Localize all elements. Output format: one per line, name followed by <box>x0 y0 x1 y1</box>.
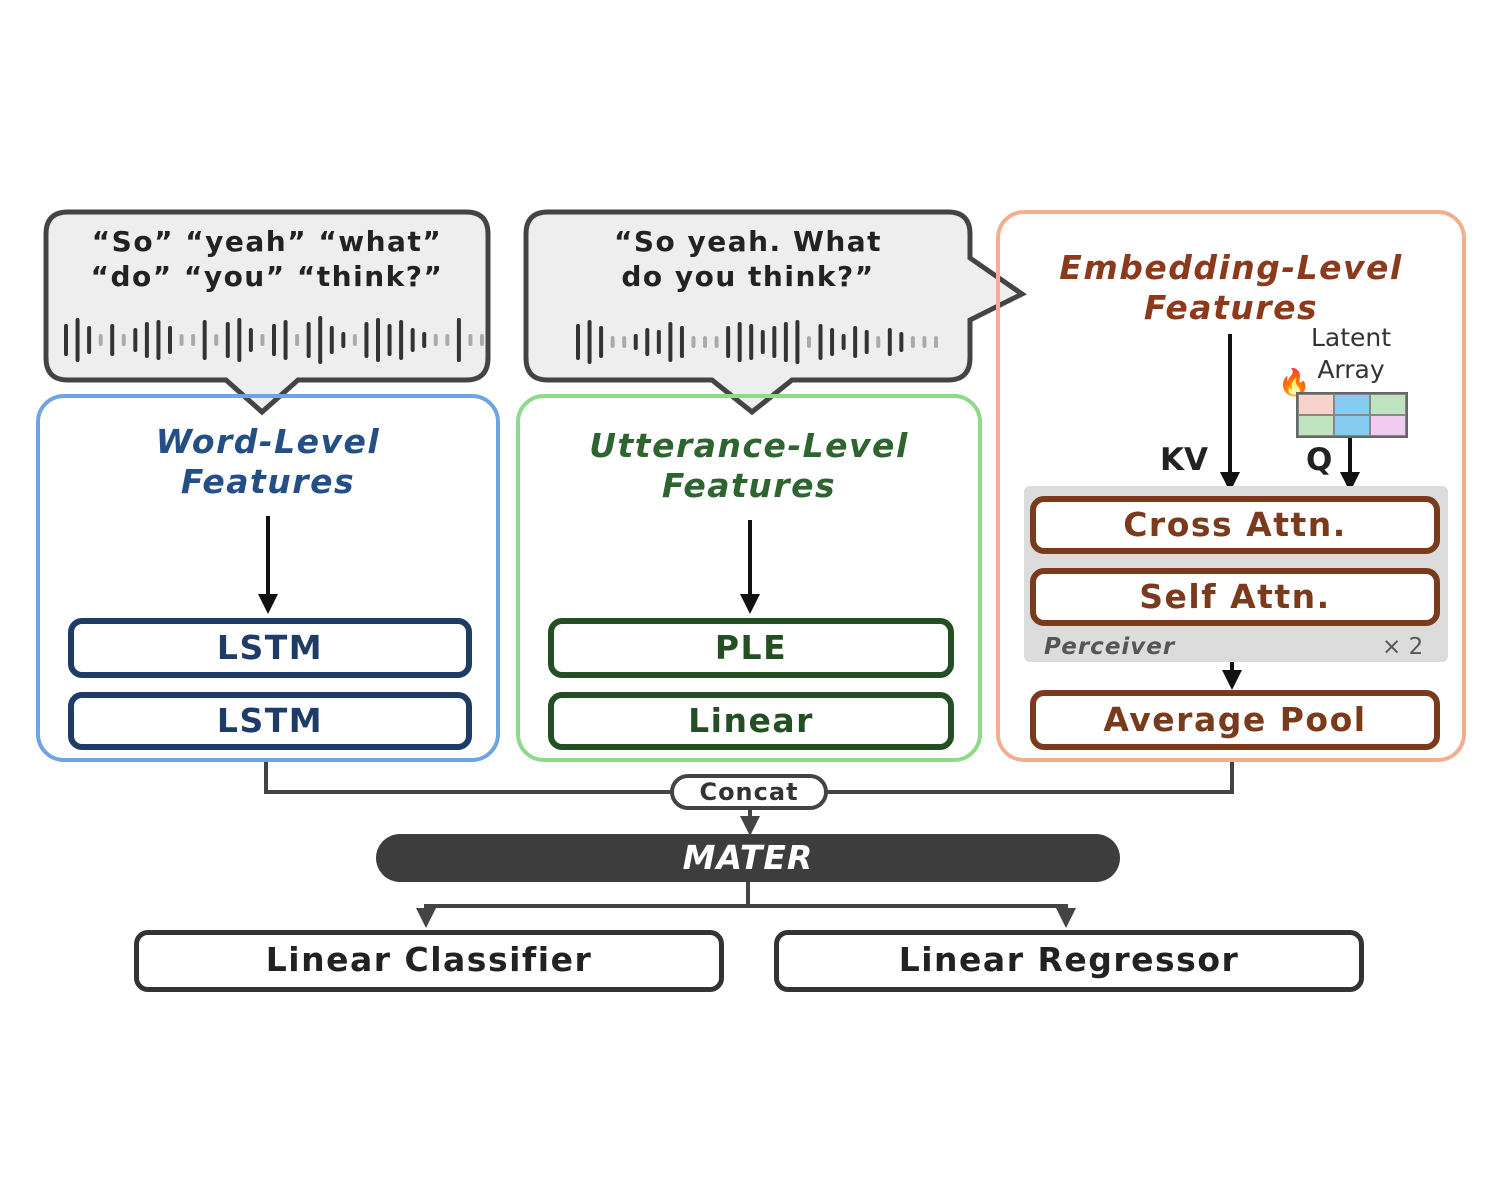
utterance-level-title-line-2: Features <box>661 466 837 505</box>
word-level-panel: Word-Level Features LSTM LSTM <box>36 394 500 762</box>
word-level-title-line-1: Word-Level <box>155 422 381 461</box>
latent-cell <box>1334 415 1370 436</box>
latent-label-line-2: Array <box>1317 355 1385 384</box>
word-bubble-line-1: “So” “yeah” “what” <box>91 225 443 258</box>
mater-to-outputs-connector <box>416 882 750 928</box>
ple-block: PLE <box>548 618 954 678</box>
concat-node: Concat <box>670 774 828 810</box>
latent-cell <box>1370 394 1406 415</box>
word-waveform-icon <box>64 316 484 364</box>
mater-to-regressor-connector <box>748 904 1076 928</box>
word-level-title: Word-Level Features <box>40 422 496 502</box>
utterance-speech-bubble <box>523 209 1027 416</box>
lstm-block-1: LSTM <box>68 618 472 678</box>
latent-cell <box>1298 415 1334 436</box>
embedding-level-title-line-2: Features <box>1143 288 1319 327</box>
embedding-level-panel: Embedding-Level Features Latent Array 🔥 … <box>996 210 1466 762</box>
word-bubble-line-2: “do” “you” “think?” <box>90 260 444 293</box>
utterance-bubble-line-1: “So yeah. What <box>613 225 883 258</box>
word-level-title-line-2: Features <box>180 462 356 501</box>
kv-label: KV <box>1160 442 1209 478</box>
embedding-level-title: Embedding-Level Features <box>1000 248 1462 328</box>
utterance-waveform-icon <box>576 320 938 364</box>
latent-cell <box>1298 394 1334 415</box>
embedding-level-title-line-1: Embedding-Level <box>1059 248 1403 287</box>
repeat-label: × 2 <box>1382 634 1424 660</box>
linear-classifier-block: Linear Classifier <box>134 930 724 992</box>
self-attn-block: Self Attn. <box>1030 568 1440 626</box>
latent-array-label: Latent Array <box>1276 322 1426 386</box>
latent-array-grid <box>1296 392 1408 438</box>
cross-attn-block: Cross Attn. <box>1030 496 1440 554</box>
average-pool-block: Average Pool <box>1030 690 1440 750</box>
linear-block: Linear <box>548 692 954 750</box>
word-bubble-text: “So” “yeah” “what” “do” “you” “think?” <box>46 224 488 294</box>
latent-label-line-1: Latent <box>1310 323 1392 352</box>
lstm-block-2: LSTM <box>68 692 472 750</box>
utterance-bubble-line-2: do you think?” <box>621 260 875 293</box>
latent-cell <box>1370 415 1406 436</box>
utterance-level-title-line-1: Utterance-Level <box>589 426 909 465</box>
utterance-level-panel: Utterance-Level Features PLE Linear <box>516 394 982 762</box>
linear-regressor-block: Linear Regressor <box>774 930 1364 992</box>
utterance-bubble-text: “So yeah. What do you think?” <box>526 224 970 294</box>
q-label: Q <box>1306 442 1333 478</box>
mater-model-bar: MATER <box>376 834 1120 882</box>
latent-cell <box>1334 394 1370 415</box>
utterance-level-title: Utterance-Level Features <box>520 426 978 506</box>
perceiver-label: Perceiver <box>1044 634 1176 660</box>
